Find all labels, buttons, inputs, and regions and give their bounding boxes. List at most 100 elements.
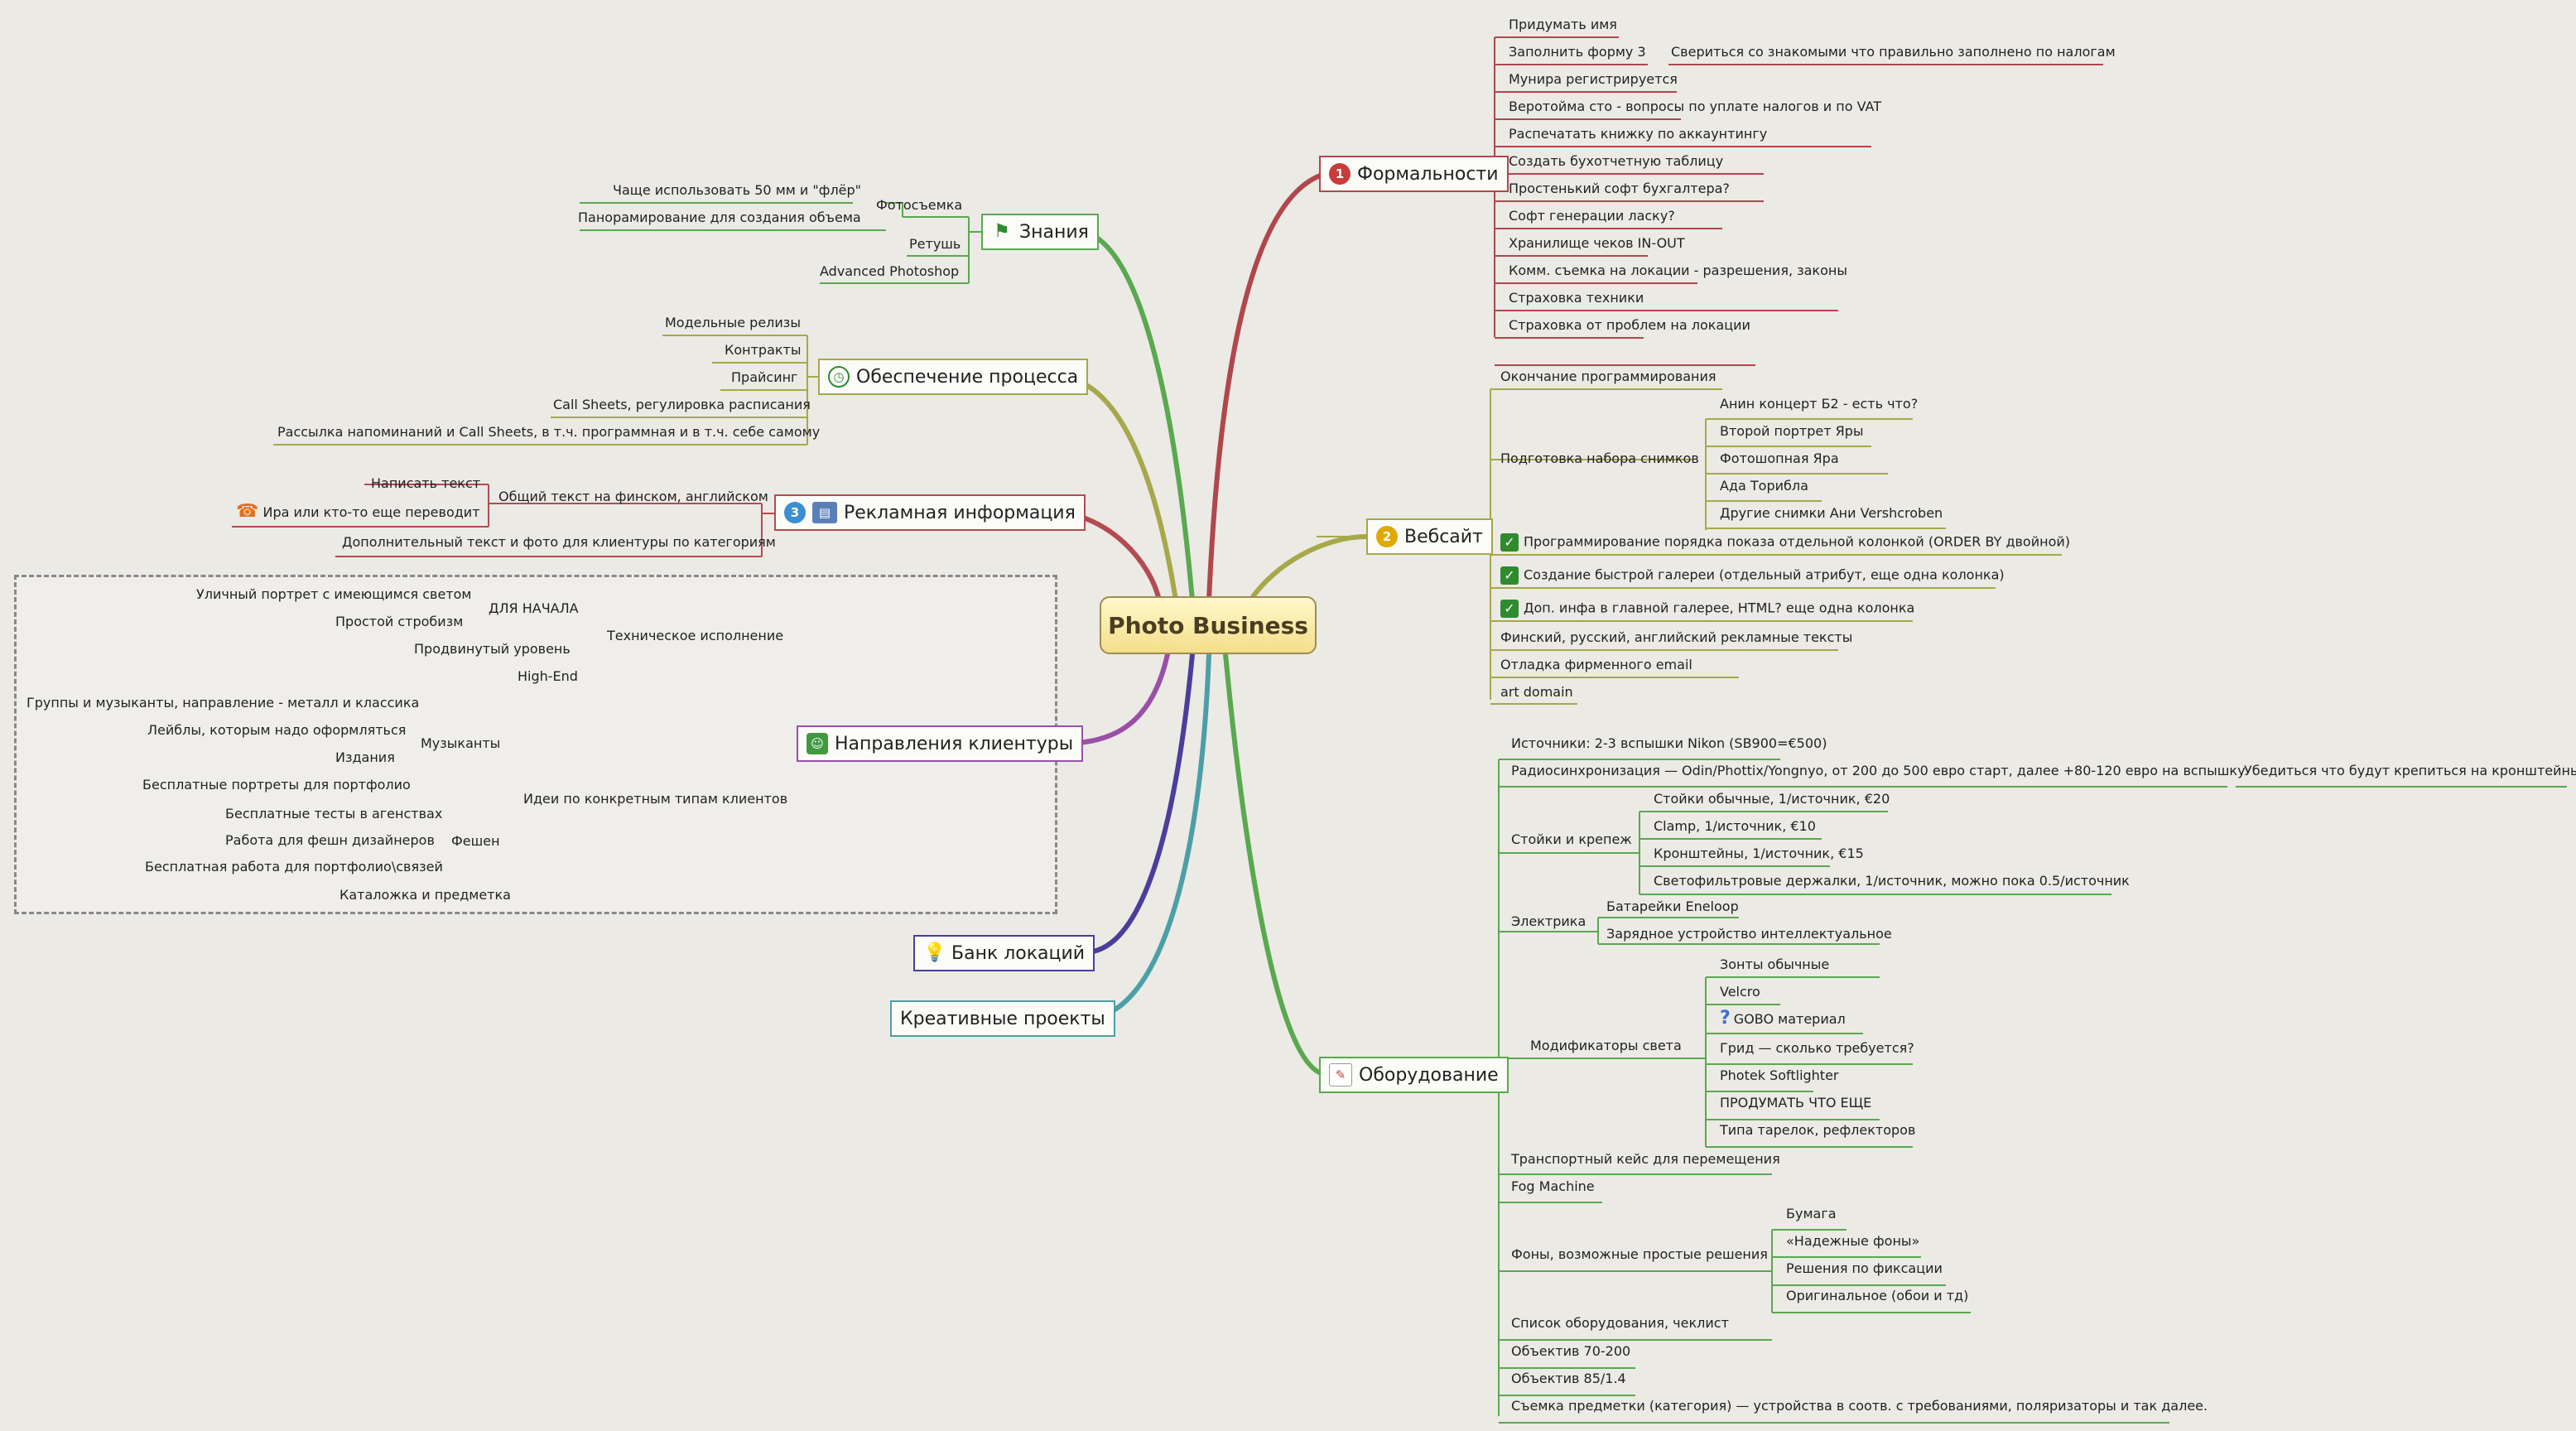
- equipment-item[interactable]: Источники: 2-3 вспышки Nikon (SB900=€500…: [1511, 735, 1827, 751]
- formalities-item[interactable]: Веротойма сто - вопросы по уплате налого…: [1509, 99, 1881, 114]
- equipment-modifiers-item[interactable]: Velcro: [1720, 984, 1760, 1000]
- knowledge-photo[interactable]: Фотосъемка: [876, 197, 963, 213]
- equipment-stands-item[interactable]: Светофильтровые держалки, 1/источник, мо…: [1654, 873, 2130, 889]
- equipment-modifiers[interactable]: Модификаторы света: [1530, 1038, 1682, 1053]
- website-prep-item[interactable]: Другие снимки Ани Vershcroben: [1720, 505, 1943, 521]
- equipment-stands-item[interactable]: Кронштейны, 1/источник, €15: [1654, 846, 1864, 861]
- equipment-modifiers-item[interactable]: Photek Softlighter: [1720, 1067, 1839, 1083]
- equipment-item[interactable]: Съемка предметки (категория) — устройств…: [1511, 1398, 2208, 1414]
- topic-locations[interactable]: 💡 Банк локаций: [913, 935, 1095, 971]
- ads-translate[interactable]: ☎ Ира или кто-то еще переводит: [236, 501, 480, 522]
- equipment-electric-item[interactable]: Зарядное устройство интеллектуальное: [1606, 926, 1892, 942]
- website-prep-item[interactable]: Ада Торибла: [1720, 478, 1808, 494]
- clients-musicians-item[interactable]: Издания: [335, 749, 395, 765]
- clients-musicians-item[interactable]: Лейблы, которым надо оформляться: [147, 722, 407, 738]
- clients-ideas[interactable]: Идеи по конкретным типам клиентов: [523, 791, 788, 807]
- equipment-electric[interactable]: Электрика: [1511, 913, 1587, 929]
- website-prep-item[interactable]: Анин концерт Б2 - есть что?: [1720, 396, 1919, 412]
- formalities-item[interactable]: Заполнить форму 3: [1509, 44, 1646, 60]
- equipment-modifiers-item[interactable]: Зонты обычные: [1720, 956, 1830, 972]
- process-item[interactable]: Модельные релизы: [665, 315, 801, 330]
- ads-extra[interactable]: Дополнительный текст и фото для клиентур…: [342, 534, 776, 550]
- equipment-bg-item[interactable]: Бумага: [1786, 1206, 1837, 1221]
- equipment-subitem[interactable]: Убедиться что будут крепиться на кронште…: [2244, 763, 2576, 778]
- clients-tech[interactable]: Техническое исполнение: [607, 628, 784, 643]
- topic-equipment[interactable]: ✎ Оборудование: [1319, 1057, 1509, 1093]
- clients-start[interactable]: ДЛЯ НАЧАЛА: [489, 600, 579, 616]
- equipment-stands-item[interactable]: Стойки обычные, 1/источник, €20: [1654, 791, 1890, 807]
- website-end[interactable]: Окончание программирования: [1500, 369, 1717, 384]
- clients-musicians-item[interactable]: Группы и музыканты, направление - металл…: [26, 695, 420, 711]
- equipment-bg-item[interactable]: Решения по фиксации: [1786, 1260, 1943, 1276]
- topic-label: Рекламная информация: [844, 502, 1076, 523]
- ads-write[interactable]: Написать текст: [371, 475, 481, 491]
- equipment-electric-item[interactable]: Батарейки Eneloop: [1606, 899, 1739, 914]
- process-item[interactable]: Рассылка напоминаний и Call Sheets, в т.…: [277, 424, 821, 440]
- clients-catalog[interactable]: Каталожка и предметка: [339, 887, 511, 903]
- formalities-item[interactable]: Простенький софт бухгалтера?: [1509, 181, 1730, 196]
- website-checked-item[interactable]: ✓Доп. инфа в главной галерее, HTML? еще …: [1500, 600, 1914, 618]
- equipment-item[interactable]: Fog Machine: [1511, 1178, 1595, 1194]
- website-item[interactable]: Отладка фирменного email: [1500, 657, 1692, 672]
- formalities-item[interactable]: Придумать имя: [1509, 17, 1617, 32]
- clients-tech-item[interactable]: Продвинутый уровень: [414, 641, 571, 657]
- clients-tech-item[interactable]: Простой стробизм: [335, 614, 464, 629]
- website-prep-item[interactable]: Фотошопная Яра: [1720, 450, 1839, 466]
- formalities-item[interactable]: Мунира регистрируется: [1509, 71, 1678, 87]
- knowledge-photo-item[interactable]: Чаще использовать 50 мм и "флёр": [613, 182, 862, 198]
- topic-label: Банк локаций: [951, 942, 1086, 964]
- topic-knowledge[interactable]: ⚑ Знания: [981, 214, 1099, 250]
- clients-fashion-item[interactable]: Бесплатные тесты в агенствах: [225, 806, 443, 822]
- process-item[interactable]: Прайсинг: [731, 369, 798, 385]
- topic-clients[interactable]: ☺ Направления клиентуры: [797, 725, 1084, 762]
- formalities-item[interactable]: Создать бухотчетную таблицу: [1509, 153, 1724, 169]
- knowledge-advanced[interactable]: Advanced Photoshop: [820, 263, 960, 279]
- website-prep-item[interactable]: Второй портрет Яры: [1720, 423, 1864, 439]
- clients-tech-item[interactable]: High-End: [518, 668, 578, 684]
- website-item[interactable]: Финский, русский, английский рекламные т…: [1500, 629, 1853, 645]
- clients-fashion-item[interactable]: Бесплатная работа для портфолио\связей: [145, 859, 443, 874]
- equipment-item[interactable]: Список оборудования, чеклист: [1511, 1315, 1729, 1331]
- knowledge-retouch[interactable]: Ретушь: [909, 236, 961, 252]
- clients-musicians-item[interactable]: Бесплатные портреты для портфолио: [142, 777, 411, 793]
- process-item[interactable]: Call Sheets, регулировка расписания: [553, 397, 811, 412]
- equipment-item[interactable]: Радиосинхронизация — Odin/Phottix/Yongny…: [1511, 763, 2246, 778]
- equipment-bg-item[interactable]: «Надежные фоны»: [1786, 1233, 1920, 1249]
- website-item[interactable]: art domain: [1500, 684, 1573, 700]
- topic-creative[interactable]: Креативные проекты: [890, 1000, 1115, 1037]
- website-prep[interactable]: Подготовка набора снимков: [1500, 450, 1699, 466]
- website-checked-item[interactable]: ✓Программирование порядка показа отдельн…: [1500, 533, 2070, 552]
- formalities-item[interactable]: Страховка техники: [1509, 290, 1644, 306]
- formalities-item[interactable]: Хранилище чеков IN-OUT: [1509, 235, 1685, 251]
- clients-fashion[interactable]: Фешен: [451, 833, 500, 849]
- topic-formalities[interactable]: 1 Формальности: [1319, 156, 1509, 192]
- equipment-stands[interactable]: Стойки и крепеж: [1511, 831, 1632, 847]
- knowledge-photo-item[interactable]: Панорамирование для создания объема: [578, 210, 861, 225]
- topic-website[interactable]: 2 Вебсайт: [1366, 518, 1493, 555]
- clients-fashion-item[interactable]: Работа для фешн дизайнеров: [225, 832, 435, 848]
- clients-start-item[interactable]: Уличный портрет с имеющимся светом: [196, 586, 472, 602]
- formalities-item[interactable]: Страховка от проблем на локации: [1509, 317, 1750, 333]
- formalities-subitem[interactable]: Свериться со знакомыми что правильно зап…: [1671, 44, 2116, 60]
- topic-ads[interactable]: 3 ▤ Рекламная информация: [774, 494, 1086, 531]
- topic-process[interactable]: ◷ Обеспечение процесса: [818, 359, 1089, 395]
- formalities-item[interactable]: Распечатать книжку по аккаунтингу: [1509, 126, 1768, 142]
- website-checked-item[interactable]: ✓Создание быстрой галереи (отдельный атр…: [1500, 566, 2005, 585]
- equipment-item[interactable]: Объектив 70-200: [1511, 1343, 1631, 1359]
- equipment-item[interactable]: Транспортный кейс для перемещения: [1511, 1151, 1780, 1167]
- equipment-modifiers-item[interactable]: Грид — сколько требуется?: [1720, 1040, 1914, 1056]
- process-item[interactable]: Контракты: [725, 342, 802, 358]
- formalities-item[interactable]: Комм. съемка на локации - разрешения, за…: [1509, 263, 1847, 278]
- clock-icon: ◷: [828, 366, 850, 388]
- equipment-modifiers-item[interactable]: ПРОДУМАТЬ ЧТО ЕЩЕ: [1720, 1095, 1872, 1111]
- ads-common[interactable]: Общий текст на финском, английском: [498, 489, 768, 504]
- equipment-modifiers-item[interactable]: ?GOBO материал: [1720, 1008, 1846, 1029]
- clients-musicians[interactable]: Музыканты: [421, 735, 501, 751]
- equipment-stands-item[interactable]: Clamp, 1/источник, €10: [1654, 818, 1816, 834]
- equipment-bg-item[interactable]: Оригинальное (обои и тд): [1786, 1288, 1969, 1303]
- formalities-item[interactable]: Софт генерации ласку?: [1509, 208, 1675, 224]
- equipment-item[interactable]: Объектив 85/1.4: [1511, 1371, 1626, 1386]
- equipment-modifiers-item[interactable]: Типа тарелок, рефлекторов: [1720, 1122, 1916, 1138]
- central-topic[interactable]: Photo Business: [1100, 596, 1317, 654]
- equipment-bg[interactable]: Фоны, возможные простые решения: [1511, 1246, 1768, 1262]
